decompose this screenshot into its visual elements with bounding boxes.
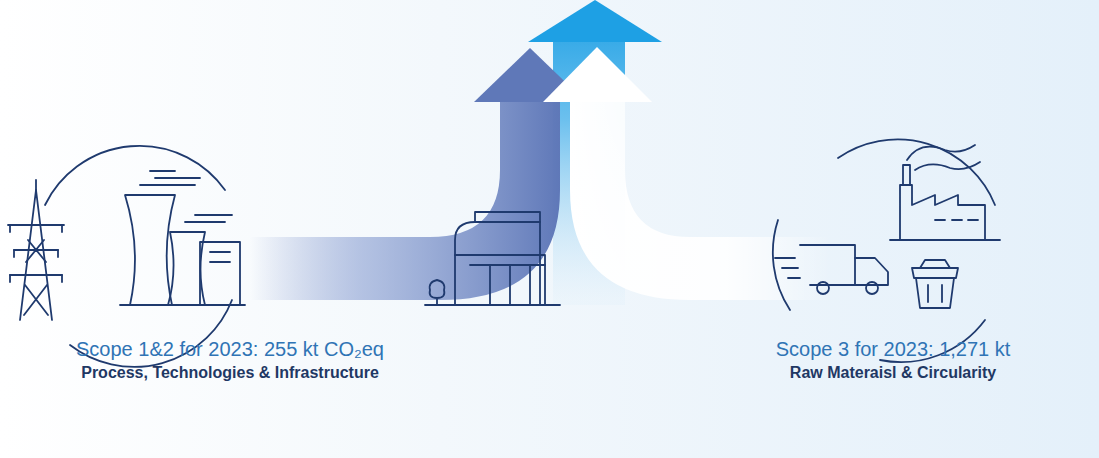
scope-category: Process, Technologies & Infrastructure [81,364,379,382]
truck-icon [775,245,888,294]
factory-icon [890,145,1000,240]
right-arrow [543,47,830,300]
cooling-towers-icon [120,171,245,305]
circle-arc [838,139,995,205]
building-icon [425,212,560,305]
left-arrow [250,48,586,300]
circle-arc [773,220,790,310]
pylon-icon [8,180,64,320]
circle-arc [45,146,225,205]
scope-total: Scope 3 for 2023: 1,271 kt [776,338,1011,361]
bin-icon [912,260,958,308]
scope-category: Raw Materaisl & Circularity [790,364,996,382]
scope-total: Scope 1&2 for 2023: 255 kt CO₂eq [76,338,384,361]
